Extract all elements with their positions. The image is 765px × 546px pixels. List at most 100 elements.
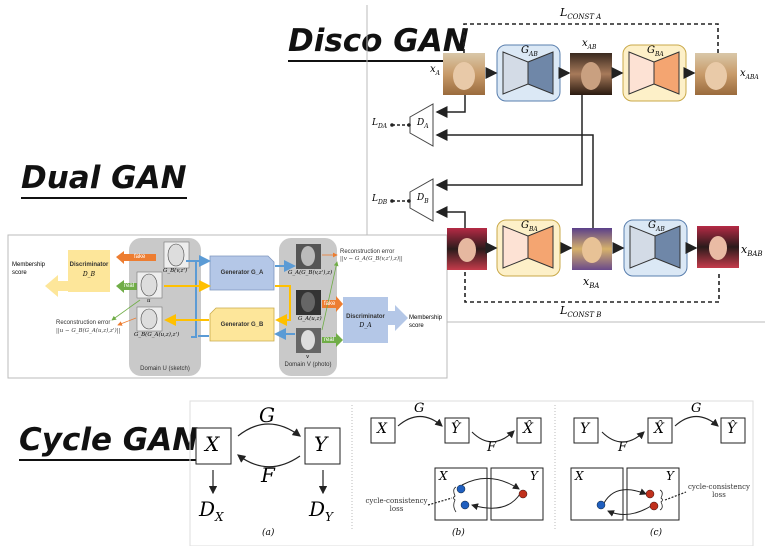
label-l-const-a: LCONST A: [560, 6, 601, 21]
brace: [453, 486, 457, 513]
discriminator-b-shape: [409, 178, 434, 222]
photo-face: [301, 292, 315, 312]
cycle-a-x-label: X: [205, 432, 220, 456]
fake-label-left: fake: [134, 254, 146, 260]
label-text: G: [521, 220, 529, 231]
cycle-c-box-y: [573, 417, 599, 444]
cycle-c-domain-x: [570, 467, 624, 521]
label-d-a: DA: [417, 118, 429, 130]
domain-u-label: Domain U (sketch): [140, 366, 190, 372]
recon-error-left-formula: ||u − G_B(G_A(u,z),z')||: [56, 328, 121, 334]
dual-gan-title: Dual GAN: [21, 163, 187, 199]
brace: [659, 489, 663, 511]
cycle-gan-title: Cycle GAN: [19, 425, 199, 461]
real-arrow-left: [116, 280, 137, 293]
cycle-c-domain-y-label: Y: [666, 469, 674, 483]
face-x-ba: [582, 237, 602, 263]
generator-b-label: Generator G_B: [220, 322, 264, 328]
discriminator-b-box: [68, 250, 110, 292]
cycle-b-g-label: G: [414, 401, 425, 416]
label-x-a: xA: [430, 64, 440, 77]
arrow-y-to-x: [471, 493, 521, 511]
arrow-g: [674, 415, 719, 427]
decoder-shape: [653, 51, 680, 95]
discriminator-a-symbol: D_A: [359, 322, 372, 329]
sketch-face: [140, 273, 158, 297]
sketch-face: [167, 243, 185, 267]
label-ga-u: G_A(u,z): [298, 316, 322, 322]
red-dot: [645, 489, 655, 499]
loss-text: cycle-consistency: [688, 483, 750, 491]
loss-text: loss: [712, 491, 726, 499]
label-sub: B: [424, 197, 429, 205]
label-v: v: [306, 354, 310, 360]
cycle-b-box-x: [370, 417, 396, 444]
cycle-c-yhat-label: Ŷ: [727, 421, 737, 437]
cycle-c-domain-x-label: X: [575, 469, 584, 483]
arrow-g: [397, 415, 443, 427]
blue-dot: [456, 484, 466, 494]
discriminator-b-label: Discriminator: [69, 262, 109, 268]
cycle-a-box-x: [195, 427, 232, 465]
label-sub: A: [435, 70, 440, 77]
decoder-shape: [527, 51, 554, 95]
membership-score-left: Membership score: [12, 262, 46, 276]
cycle-a-f-label: F: [261, 463, 275, 487]
label-text: x: [583, 275, 590, 288]
sketch-face: [140, 308, 158, 330]
arrow-f: [237, 454, 301, 468]
cycle-c-g-label: G: [691, 401, 702, 416]
recon-arrow-left-green: [111, 299, 141, 321]
blue-dot: [596, 500, 606, 510]
arrow-xba-to-da: [435, 129, 594, 228]
label-text: L: [560, 6, 568, 19]
label-sub: Y: [325, 510, 333, 524]
recon-arrow-right-green: [321, 261, 339, 331]
discriminator-a-shape: [409, 103, 434, 147]
photo-face: [301, 246, 315, 266]
discriminator-a-box: [343, 297, 388, 343]
l-const-b-loop: [464, 272, 720, 303]
cycle-b-f-label: F: [487, 440, 497, 455]
label-d-b: DB: [417, 193, 429, 205]
loss-text: cycle-consistency: [365, 497, 428, 505]
label-ga-gb-v: G_A(G_B(v,z'),z): [288, 270, 333, 276]
label-sub: DB: [377, 198, 388, 206]
face-x-ab: [581, 62, 601, 90]
label-g-ab-bottom: GAB: [648, 220, 665, 233]
cycle-a-y-label: Y: [314, 432, 328, 456]
cycle-c-box-xhat: [647, 417, 673, 444]
decoder-shape: [654, 225, 681, 269]
label-text: x: [740, 68, 746, 79]
cycle-a-dx-label: DX: [199, 497, 224, 524]
blue-dot: [460, 500, 470, 510]
generator-a-label: Generator G_A: [220, 270, 264, 276]
membership-score-right: Membership score: [409, 315, 443, 329]
red-dot: [518, 489, 528, 499]
label-sub: CONST B: [567, 311, 602, 320]
label-sub: A: [424, 122, 429, 130]
photo-face: [301, 330, 315, 350]
label-text: L: [372, 118, 378, 128]
cycle-b-domain-y-label: Y: [530, 469, 538, 483]
dual-gan-panel-border: [7, 234, 448, 379]
label-text: G: [521, 45, 529, 56]
dot: [390, 199, 394, 203]
arrow-g: [237, 423, 301, 437]
discriminator-a-label: Discriminator: [346, 314, 385, 320]
label-g-ba-top: GBA: [647, 45, 664, 58]
dot: [407, 199, 411, 203]
real-arrow-right: [322, 333, 343, 347]
dot: [390, 123, 394, 127]
membership-arrow-right: [388, 305, 408, 331]
label-sub: ABA: [745, 74, 759, 81]
label-gb-ga-u: G_B(G_A(u,z),z'): [134, 332, 180, 338]
label-x-ba: xBA: [583, 275, 599, 290]
face-x-aba: [705, 62, 727, 90]
cycle-b-box-yhat: [444, 417, 470, 444]
recon-error-right-title: Reconstruction error: [340, 249, 395, 255]
red-dot: [649, 501, 659, 511]
cycle-b-caption: (b): [452, 528, 465, 538]
cycle-gan-panel-border: [189, 400, 754, 546]
